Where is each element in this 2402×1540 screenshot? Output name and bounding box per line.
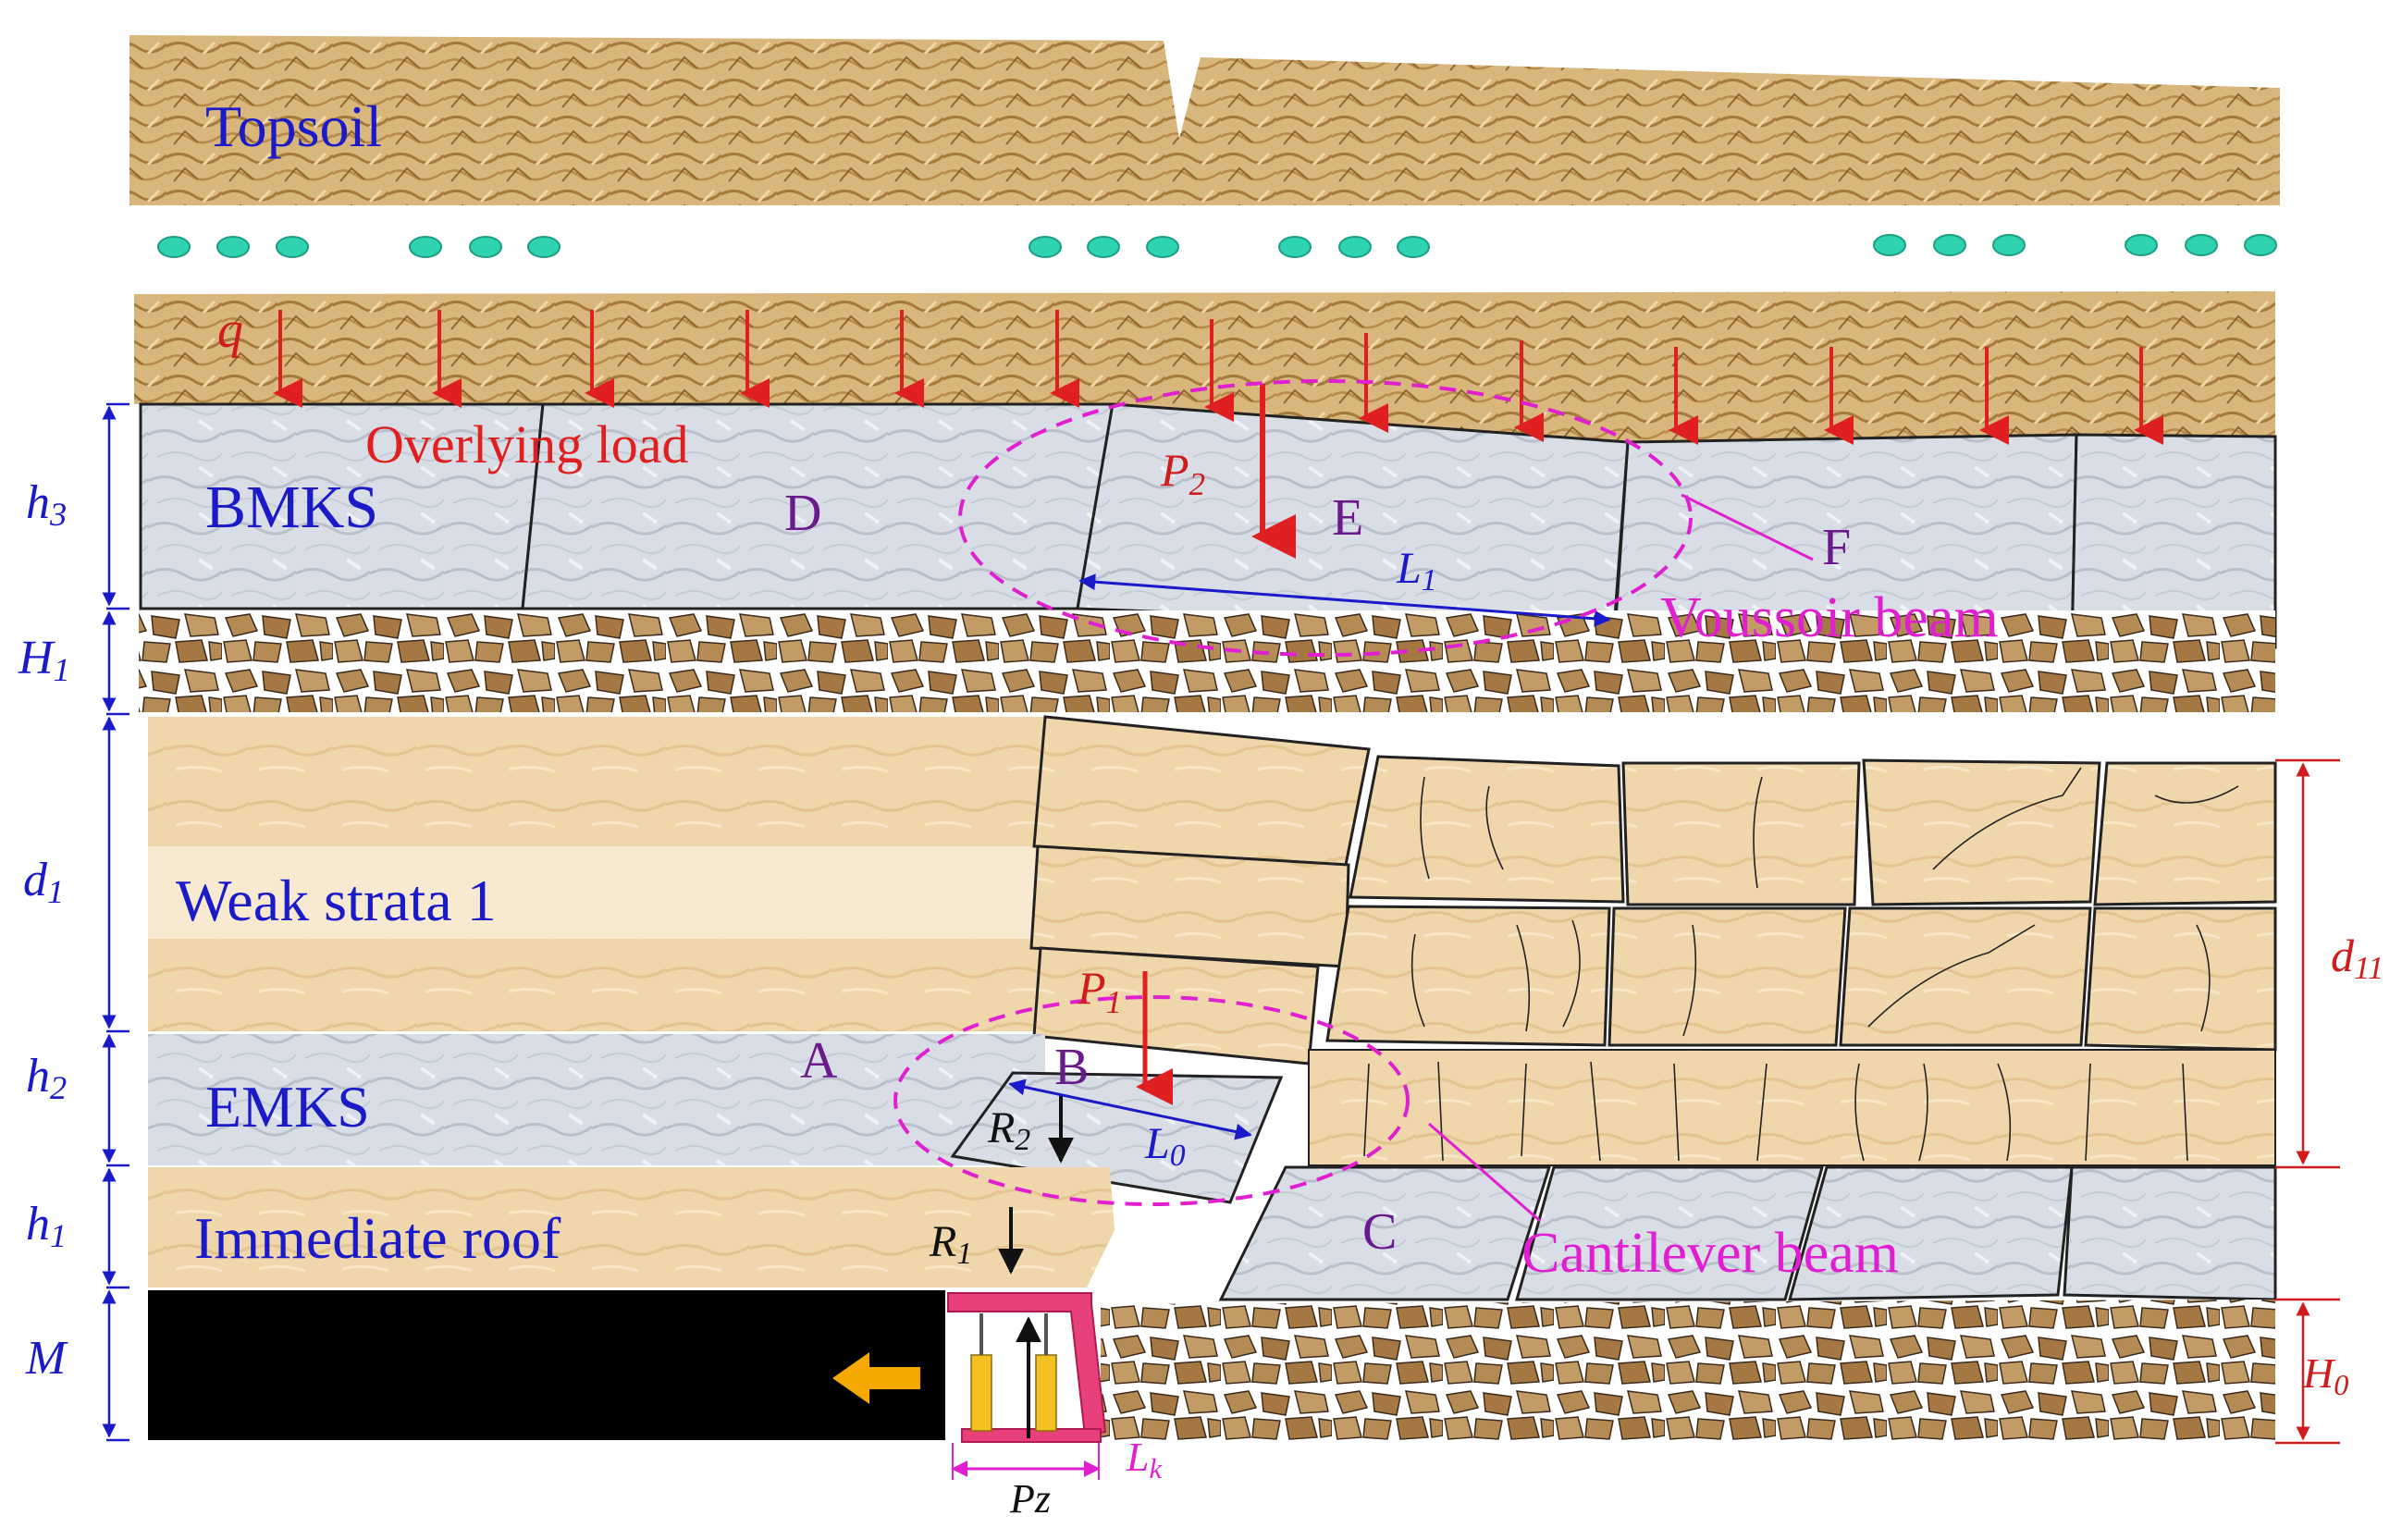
bmks-label: BMKS xyxy=(205,474,378,541)
bmks-layer xyxy=(139,402,2277,649)
block-a-label: A xyxy=(800,1032,838,1090)
block-b-label: B xyxy=(1054,1039,1089,1096)
block-f-label: F xyxy=(1822,519,1851,576)
voussoir-leader xyxy=(1681,493,1814,561)
weak-strata-label: Weak strata 1 xyxy=(176,868,497,933)
left-dimensions xyxy=(102,402,129,1442)
immediate-roof-layer xyxy=(148,1167,1115,1287)
r1-label: R1 xyxy=(929,1217,972,1271)
advance-arrow xyxy=(832,1352,920,1404)
l1-span-arrow xyxy=(1078,573,1611,627)
weak-strata-layer xyxy=(148,715,2277,1166)
h3-dim-label: h3 xyxy=(26,476,67,533)
immediate-roof-label: Immediate roof xyxy=(194,1205,561,1271)
emks-label: EMKS xyxy=(205,1074,370,1140)
voussoir-beam-label: Voussoir beam xyxy=(1660,586,1999,649)
H1-dim-label: H1 xyxy=(18,632,70,688)
topsoil-label: Topsoil xyxy=(205,93,382,159)
h0-rubble-band xyxy=(1101,1300,2275,1443)
coal-seam xyxy=(148,1290,945,1440)
overlying-load-label: Overlying load xyxy=(365,414,689,474)
lk-label: Lk xyxy=(1126,1435,1163,1485)
block-d-label: D xyxy=(784,485,821,542)
cantilever-beam-ellipse xyxy=(893,995,1410,1206)
p2-label: P2 xyxy=(1160,444,1205,502)
M-dim-label: M xyxy=(25,1332,68,1385)
H0-dim-label: H0 xyxy=(2302,1349,2348,1401)
h1-dim-label: h1 xyxy=(26,1198,67,1254)
aquifer-drops xyxy=(157,234,2277,258)
l0-span-arrow xyxy=(1008,1078,1252,1140)
p1-label: P1 xyxy=(1077,962,1122,1020)
r2-label: R2 xyxy=(987,1103,1030,1157)
topsoil-layer xyxy=(129,35,2280,205)
pz-label: Pz xyxy=(1009,1476,1051,1522)
overlying-load-arrows xyxy=(273,310,2163,445)
d11-dim-label: d11 xyxy=(2331,930,2384,986)
overlying-soil-layer xyxy=(134,291,2275,442)
h2-dim-label: h2 xyxy=(26,1050,67,1106)
block-c-row xyxy=(1218,1165,2277,1301)
block-e-label: E xyxy=(1332,489,1363,547)
right-dimensions xyxy=(2275,758,2340,1445)
cantilever-leader xyxy=(1428,1122,1541,1223)
block-c-label: C xyxy=(1362,1203,1397,1261)
voussoir-beam-ellipse xyxy=(958,379,1693,657)
q-label: q xyxy=(217,302,243,359)
cantilever-beam-label: Cantilever beam xyxy=(1521,1222,1899,1285)
h1-rubble-band xyxy=(139,610,2275,712)
hydraulic-support xyxy=(947,1292,1107,1443)
l1-label: L1 xyxy=(1396,544,1437,598)
l0-label: L0 xyxy=(1144,1119,1186,1173)
d1-dim-label: d1 xyxy=(23,854,64,910)
